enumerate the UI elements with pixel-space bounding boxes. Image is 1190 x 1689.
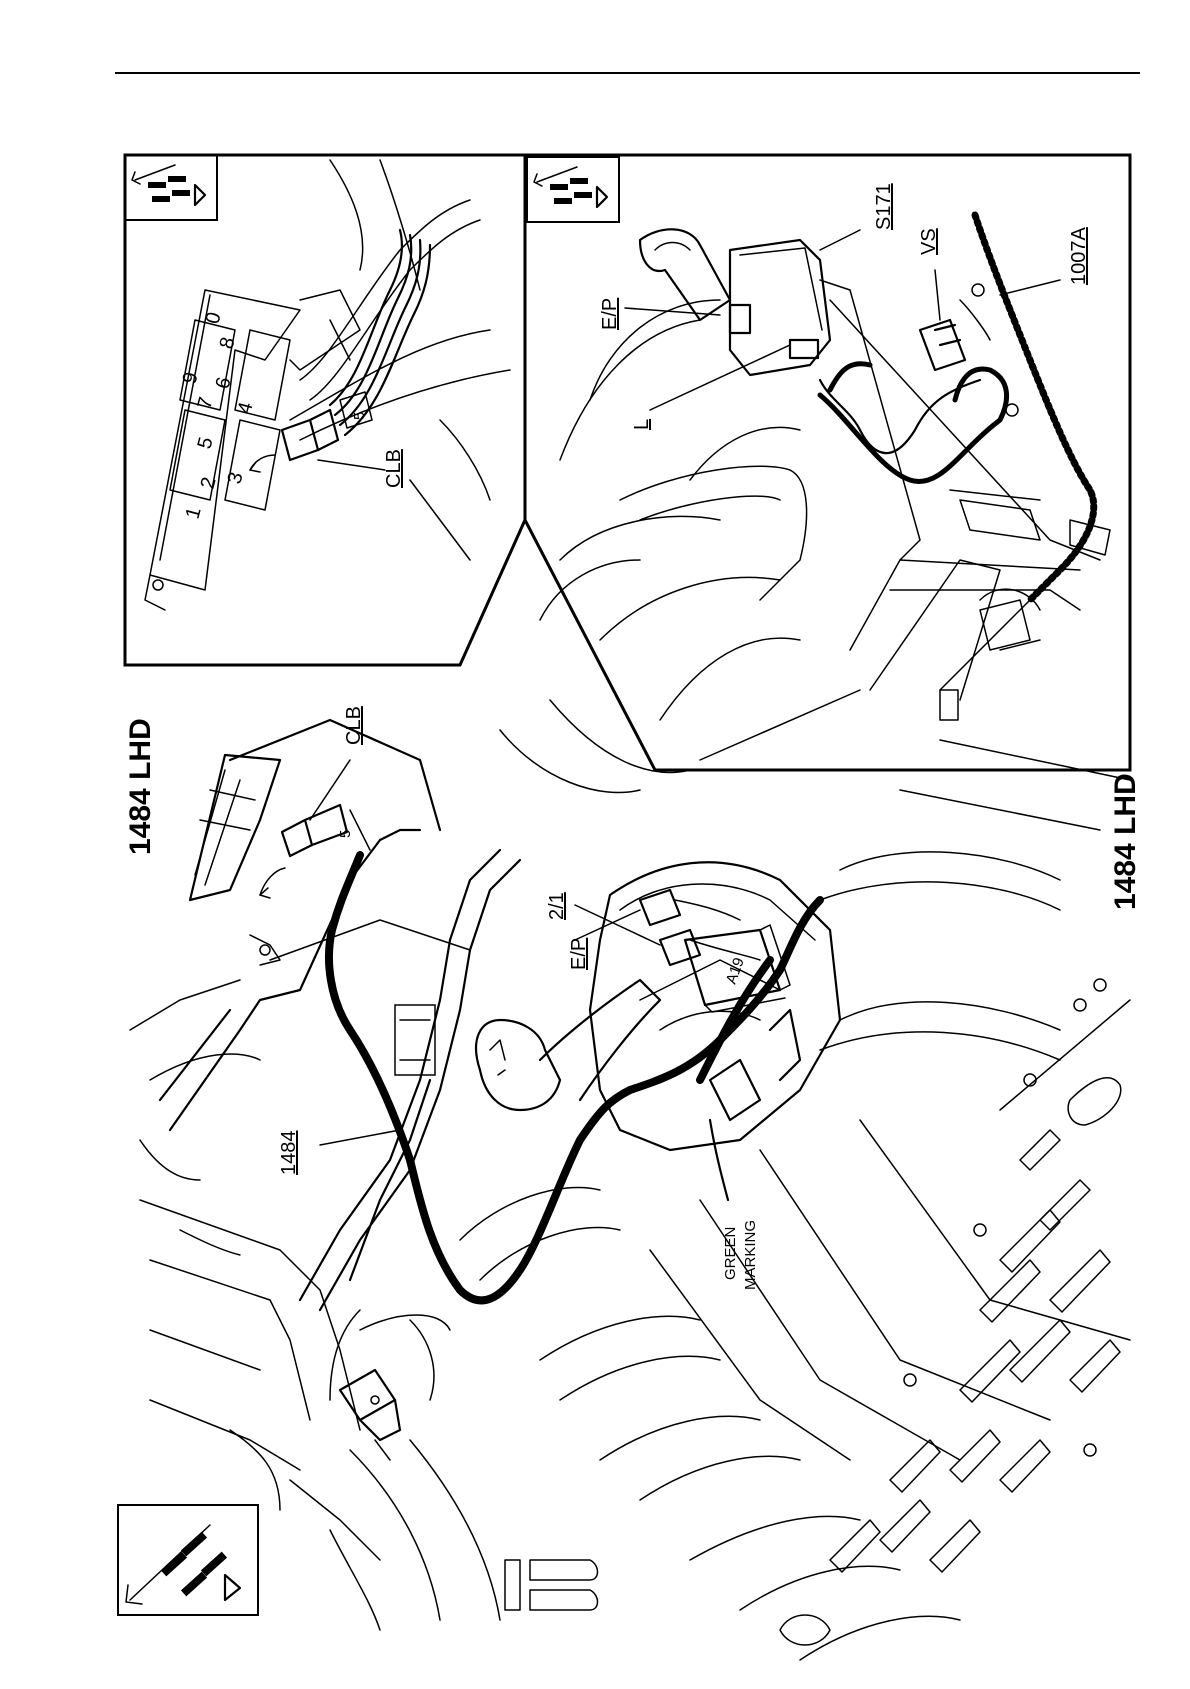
green-marking-label: GREEN: [722, 1227, 739, 1280]
main-title: 1484 LHD: [124, 718, 157, 855]
gear-lever-knob: [476, 1020, 560, 1110]
direction-arrow-icon: [118, 1505, 258, 1615]
floor-slots: [505, 979, 1121, 1645]
green-marking-label: MARKING: [742, 1220, 759, 1290]
harness-1484-label: 1484: [278, 1131, 300, 1176]
l-label: L: [631, 419, 653, 430]
clb-label: CLB: [343, 706, 365, 745]
pin-number: 7: [194, 395, 218, 411]
clb-label: CLB: [383, 449, 405, 488]
pin-number: 4: [234, 400, 258, 416]
vs-label: VS: [918, 228, 940, 255]
shift-knob: [640, 229, 730, 320]
brake-switch: [340, 1370, 395, 1420]
connector-number: 5: [351, 412, 368, 420]
pin-number: 1: [182, 505, 206, 521]
inset-shifter: [540, 215, 1110, 760]
pin-number: 9: [179, 370, 203, 386]
pin-number: 2: [197, 475, 221, 491]
ep-label: E/P: [568, 938, 590, 970]
main-clb-connector: [282, 820, 312, 856]
1007a-label: 1007A: [1068, 227, 1090, 285]
inset-title: 1484 LHD: [1109, 773, 1142, 910]
pin-number: 3: [224, 470, 248, 486]
a19-label: A19: [723, 955, 748, 986]
pin-number: 5: [194, 435, 218, 451]
ep-label: E/P: [599, 298, 621, 330]
direction-arrow-icon: [527, 157, 619, 222]
connector-number: 5: [337, 830, 354, 838]
connector-2-1: [660, 930, 700, 965]
connector-21-label: 2/1: [546, 892, 568, 920]
direction-arrow-icon: [125, 155, 217, 220]
s171-label: S171: [873, 183, 895, 230]
shifter-housing: [730, 240, 830, 375]
pin-number: 8: [216, 335, 240, 351]
main-floor-view: [130, 700, 1130, 1660]
